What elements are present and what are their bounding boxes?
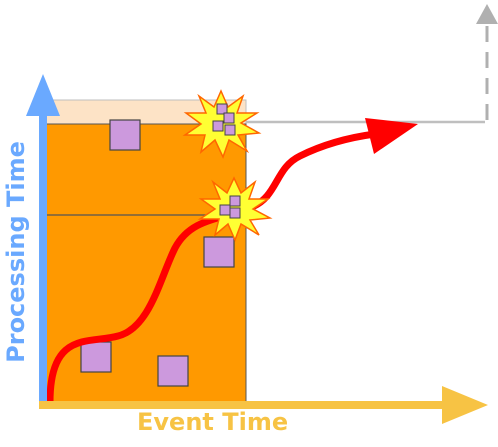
event-square [203,236,235,268]
burst-icon [197,176,273,242]
event-square [109,119,141,151]
dashed-up-arrow [476,4,498,120]
x-axis-label: Event Time [137,408,289,436]
x-axis-arrow [39,386,488,424]
event-square [157,355,189,387]
y-axis-label: Processing Time [2,141,30,363]
event-square [80,341,112,373]
watermark-arrow [46,118,418,406]
burst-icon [182,89,262,159]
y-axis-arrow [26,74,60,406]
